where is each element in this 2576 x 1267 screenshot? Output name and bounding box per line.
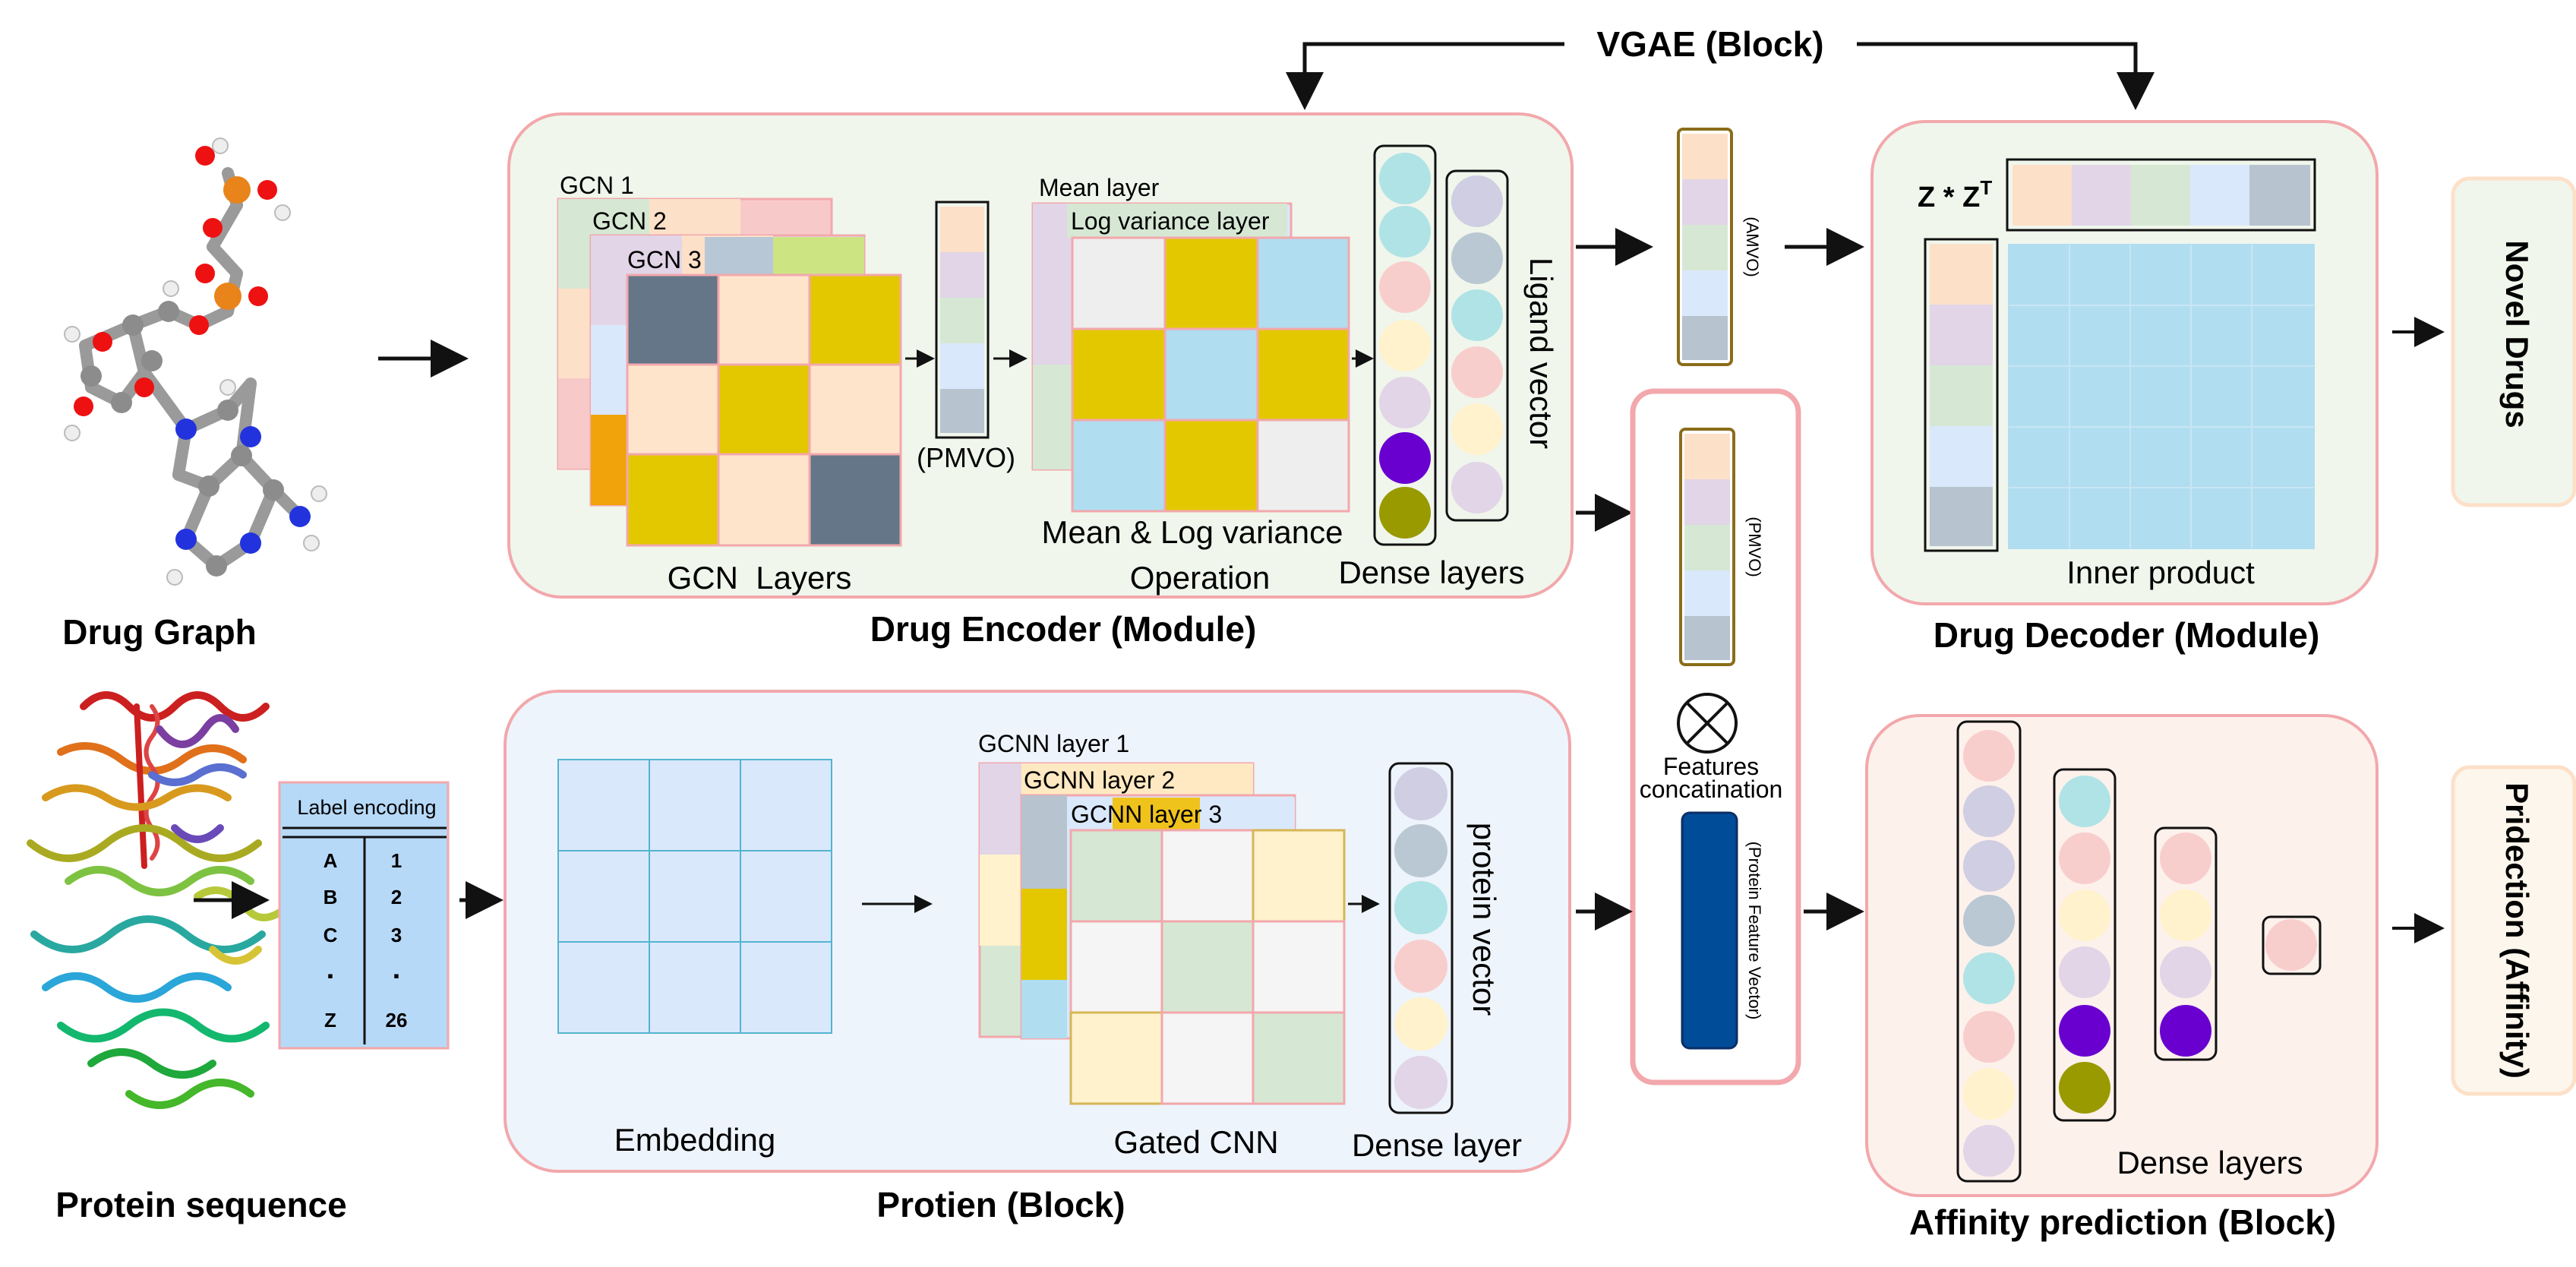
zzt-label: Z * ZT <box>1918 176 1992 213</box>
affinity-prediction-block <box>1865 714 2379 1197</box>
label-encoding-code-4: ▪ <box>393 966 399 985</box>
concat-operator-icon <box>1677 693 1738 754</box>
label-encoding-letter-1: A <box>324 849 338 872</box>
label-encoding-title: Label encoding <box>297 796 436 819</box>
mean-log-caption-line1: Mean & Log variance <box>1042 514 1343 550</box>
encoder-dense-caption: Dense layers <box>1338 555 1524 590</box>
zzt-main: Z * Z <box>1918 182 1980 213</box>
protein-vector-label: protein vector <box>1466 823 1502 1016</box>
vgae-title: VGAE (Block) <box>1596 24 1823 64</box>
gated-cnn-label: Gated CNN <box>1113 1124 1278 1160</box>
label-encoding-letter-3: C <box>324 924 338 946</box>
gcn-layers-caption: GCN Layers <box>668 560 852 596</box>
drug-decoder-module <box>1870 120 2379 605</box>
log-variance-grid <box>1071 236 1350 513</box>
label-encoding-letter-2: B <box>324 886 338 908</box>
label-encoding-letter-5: Z <box>324 1009 336 1032</box>
amvo-vector <box>1677 128 1733 366</box>
protein-dense-caption: Dense layer <box>1352 1127 1522 1163</box>
encoder-dense-column-2 <box>1445 169 1509 522</box>
inner-product-grid <box>2008 244 2315 549</box>
affinity-dense-column-1 <box>1956 720 2022 1183</box>
novel-drugs-box <box>2451 176 2576 507</box>
label-encoding-code-2: 2 <box>391 886 402 908</box>
drug-encoder-module: GCN 1 GCN 2 GCN 3 GCN Layers <box>507 112 1574 599</box>
log-variance-layer-label: Log variance layer <box>1071 207 1270 235</box>
affinity-dense-column-2 <box>2053 768 2117 1122</box>
pmvo-label: (PMVO) <box>917 442 1015 473</box>
mean-log-caption-line2: Operation <box>1130 560 1270 596</box>
drug-encoder-caption: Drug Encoder (Module) <box>870 609 1257 649</box>
gcn-layer-3 <box>626 273 902 547</box>
mean-layer-label: Mean layer <box>1039 174 1160 201</box>
protein-sequence-caption: Protein sequence <box>55 1185 346 1224</box>
novel-drugs-label: Novel Drugs <box>2499 240 2535 428</box>
label-encoding-table <box>278 781 450 1050</box>
inner-product-label: Inner product <box>2066 555 2255 590</box>
affinity-output-node <box>2262 915 2322 975</box>
vgae-bracket: VGAE (Block) <box>1286 24 2155 110</box>
encoder-dense-column-1 <box>1373 144 1437 546</box>
drug-graph-molecule <box>64 137 327 586</box>
label-encoding-letter-4: ▪ <box>327 966 333 985</box>
gcnn-2-label: GCNN layer 2 <box>1024 766 1175 794</box>
embedding-grid <box>557 759 832 1034</box>
ligand-vector-label: Ligand vector <box>1523 258 1559 449</box>
embedding-label: Embedding <box>614 1122 775 1158</box>
label-encoding-code-3: 3 <box>391 924 402 946</box>
prediction-label: Pridection (Affinity) <box>2499 782 2535 1079</box>
concatenation-block <box>1630 388 1801 1085</box>
affinity-caption: Affinity prediction (Block) <box>1909 1202 2336 1242</box>
drug-graph-caption: Drug Graph <box>62 612 257 652</box>
prediction-box <box>2451 765 2576 1096</box>
features-label-line2: concatination <box>1640 776 1783 803</box>
protein-block: Embedding GCNN layer 1 GCNN layer 2 GCNN… <box>504 690 1571 1173</box>
gcn-2-label: GCN 2 <box>592 207 667 235</box>
pmvo-vector <box>935 201 990 439</box>
protein-dense-column <box>1388 762 1454 1114</box>
gcnn-3-label: GCNN layer 3 <box>1071 801 1222 828</box>
gcnn-layer-3 <box>1069 829 1346 1105</box>
protein-block-caption: Protien (Block) <box>876 1185 1125 1224</box>
gcn-1-label: GCN 1 <box>560 172 634 199</box>
drug-decoder-caption: Drug Decoder (Module) <box>1934 615 2320 655</box>
amvo-label: (AMVO) <box>1743 216 1762 276</box>
label-encoding-code-1: 1 <box>391 849 402 872</box>
label-encoding-code-5: 26 <box>386 1009 408 1032</box>
affinity-dense-column-3 <box>2154 826 2218 1061</box>
protein-structure <box>27 691 285 1109</box>
gcnn-1-label: GCNN layer 1 <box>978 730 1129 757</box>
zzt-superscript: T <box>1980 176 1992 199</box>
affinity-dense-caption: Dense layers <box>2117 1145 2303 1180</box>
protein-feature-vector-label: (Protein Feature Vector) <box>1745 842 1764 1020</box>
features-label-line1: Features <box>1663 753 1759 780</box>
gcn-3-label: GCN 3 <box>627 246 702 273</box>
concat-pmvo-label: (PMVO) <box>1745 517 1764 577</box>
